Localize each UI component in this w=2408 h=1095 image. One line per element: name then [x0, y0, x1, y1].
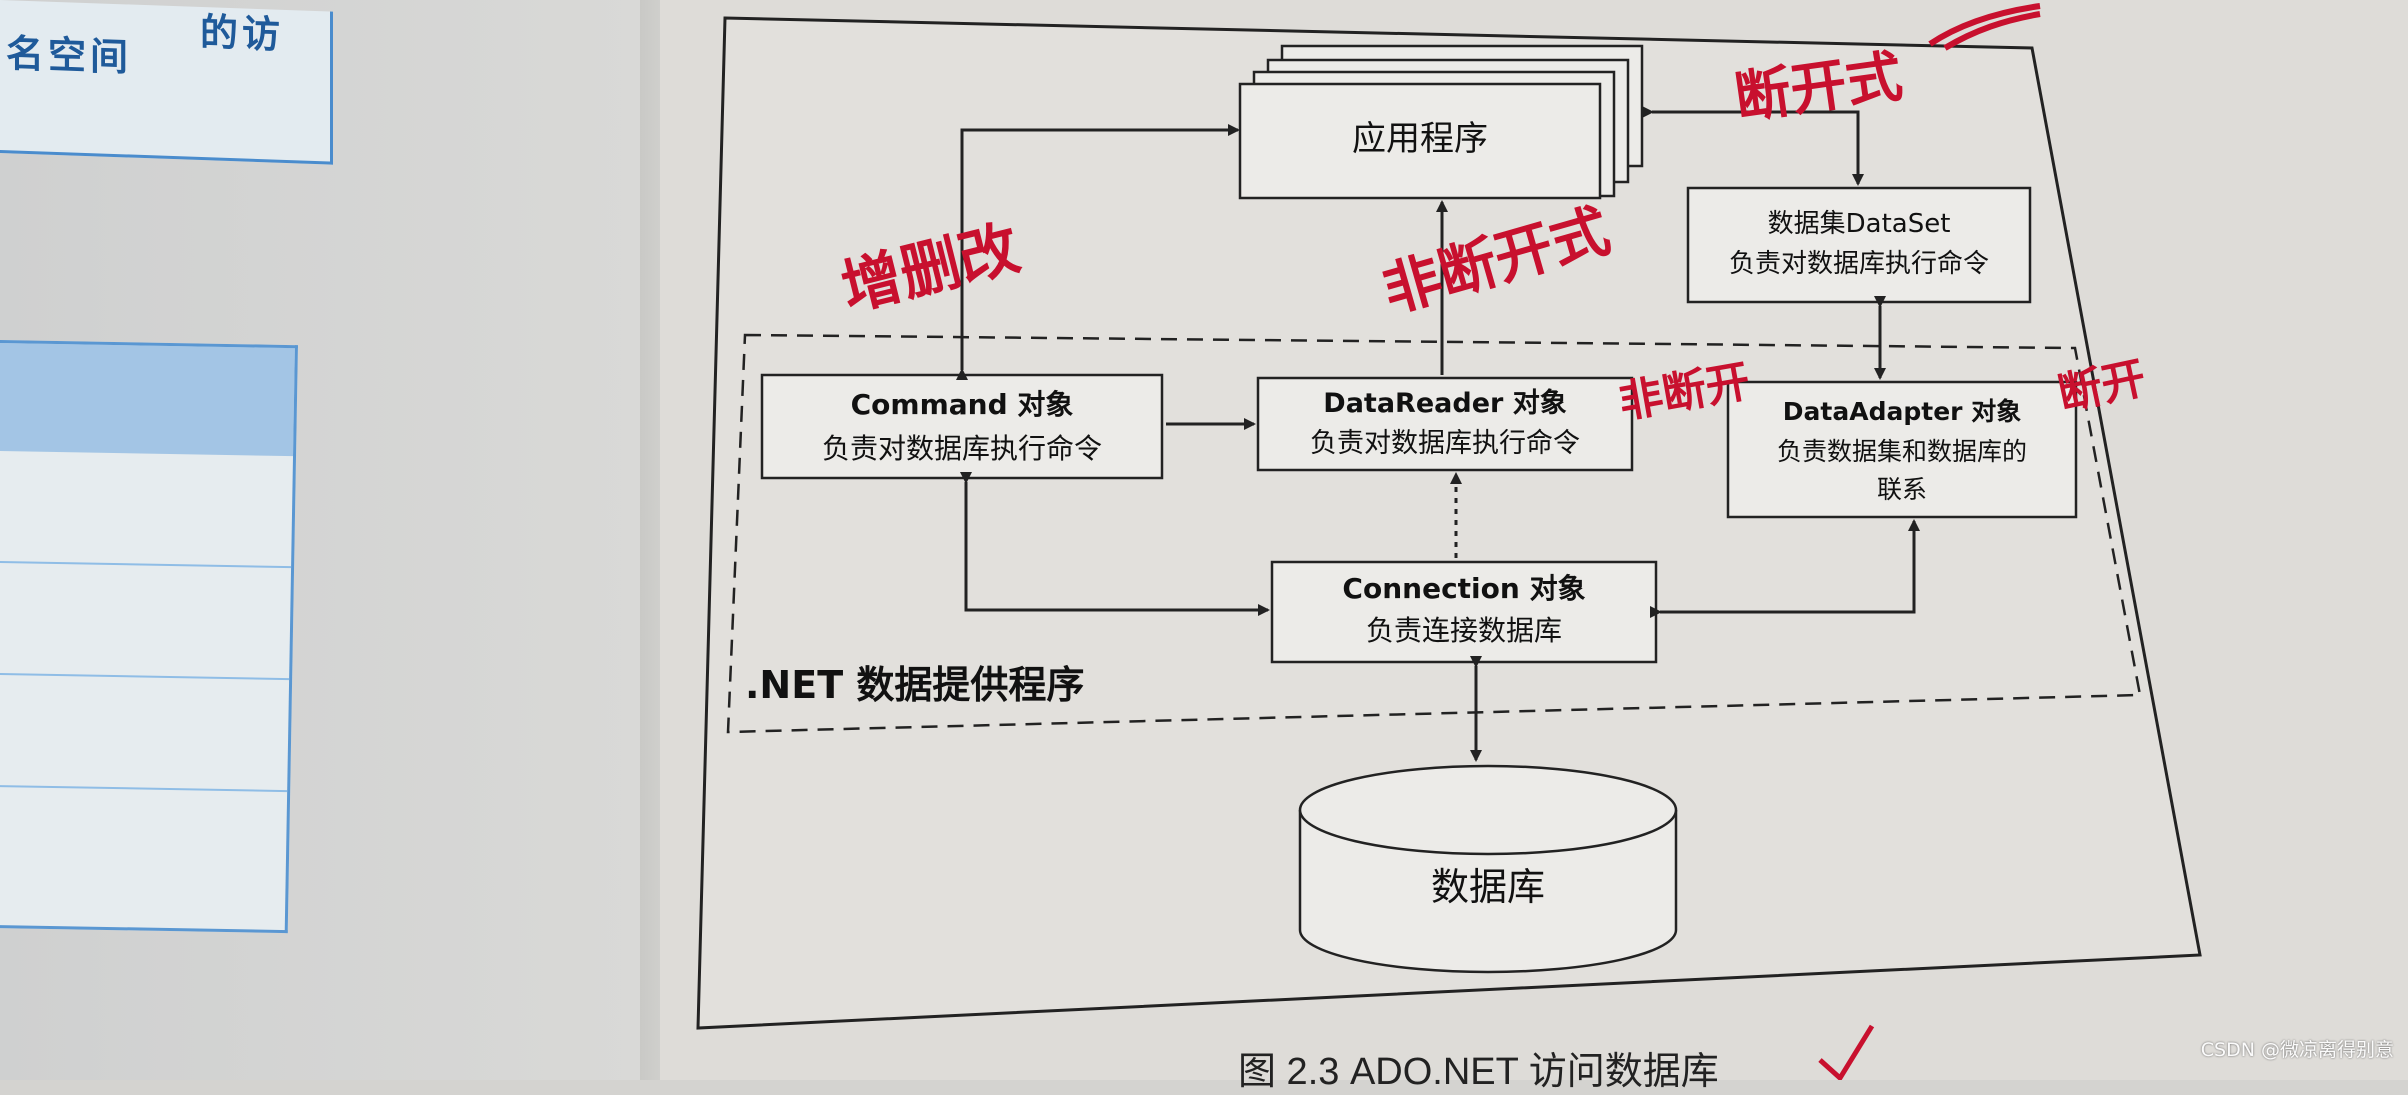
edge-command-connection — [960, 472, 1270, 616]
database-node: 数据库 — [1298, 764, 1678, 974]
datareader-title: DataReader 对象 — [1323, 387, 1566, 419]
provider-region — [726, 333, 2142, 734]
connection-node: Connection 对象 负责连接数据库 — [1270, 560, 1658, 664]
app-label: 应用程序 — [1352, 119, 1488, 159]
dataset-title: 数据集DataSet — [1768, 209, 1951, 239]
database-label: 数据库 — [1431, 865, 1545, 909]
left-page: 的访 名空间 — [0, 0, 640, 1080]
dataset-desc: 负责对数据库执行命令 — [1729, 249, 1989, 279]
provider-label: .NET 数据提供程序 — [745, 663, 1084, 707]
dataadapter-node: DataAdapter 对象 负责数据集和数据库的 联系 — [1726, 380, 2078, 519]
command-desc: 负责对数据库执行命令 — [822, 432, 1102, 465]
edge-app-command — [956, 124, 1240, 380]
connection-title: Connection 对象 — [1342, 572, 1585, 605]
command-title: Command 对象 — [851, 388, 1074, 421]
datareader-node: DataReader 对象 负责对数据库执行命令 — [1256, 376, 1634, 472]
datareader-desc: 负责对数据库执行命令 — [1310, 428, 1580, 459]
connectors — [956, 106, 1920, 762]
connection-desc: 负责连接数据库 — [1366, 614, 1562, 647]
watermark: CSDN @微凉离得别意 — [2200, 1039, 2394, 1061]
edge-app-dataset — [1642, 106, 1864, 186]
figure-caption: 图 2.3 ADO.NET 访问数据库 — [1238, 1051, 1719, 1093]
hand-check-mark — [1818, 1024, 1875, 1080]
edge-connection-adapter — [1650, 519, 1920, 618]
dataset-node: 数据集DataSet 负责对数据库执行命令 — [1686, 186, 2032, 304]
dataadapter-desc2: 联系 — [1877, 475, 1927, 504]
dataadapter-title: DataAdapter 对象 — [1783, 397, 2021, 426]
command-node: Command 对象 负责对数据库执行命令 — [760, 373, 1164, 480]
dataadapter-desc1: 负责数据集和数据库的 — [1777, 437, 2027, 466]
app-node: 应用程序 — [1238, 44, 1644, 200]
hand-scribble-top — [1928, 3, 2041, 51]
